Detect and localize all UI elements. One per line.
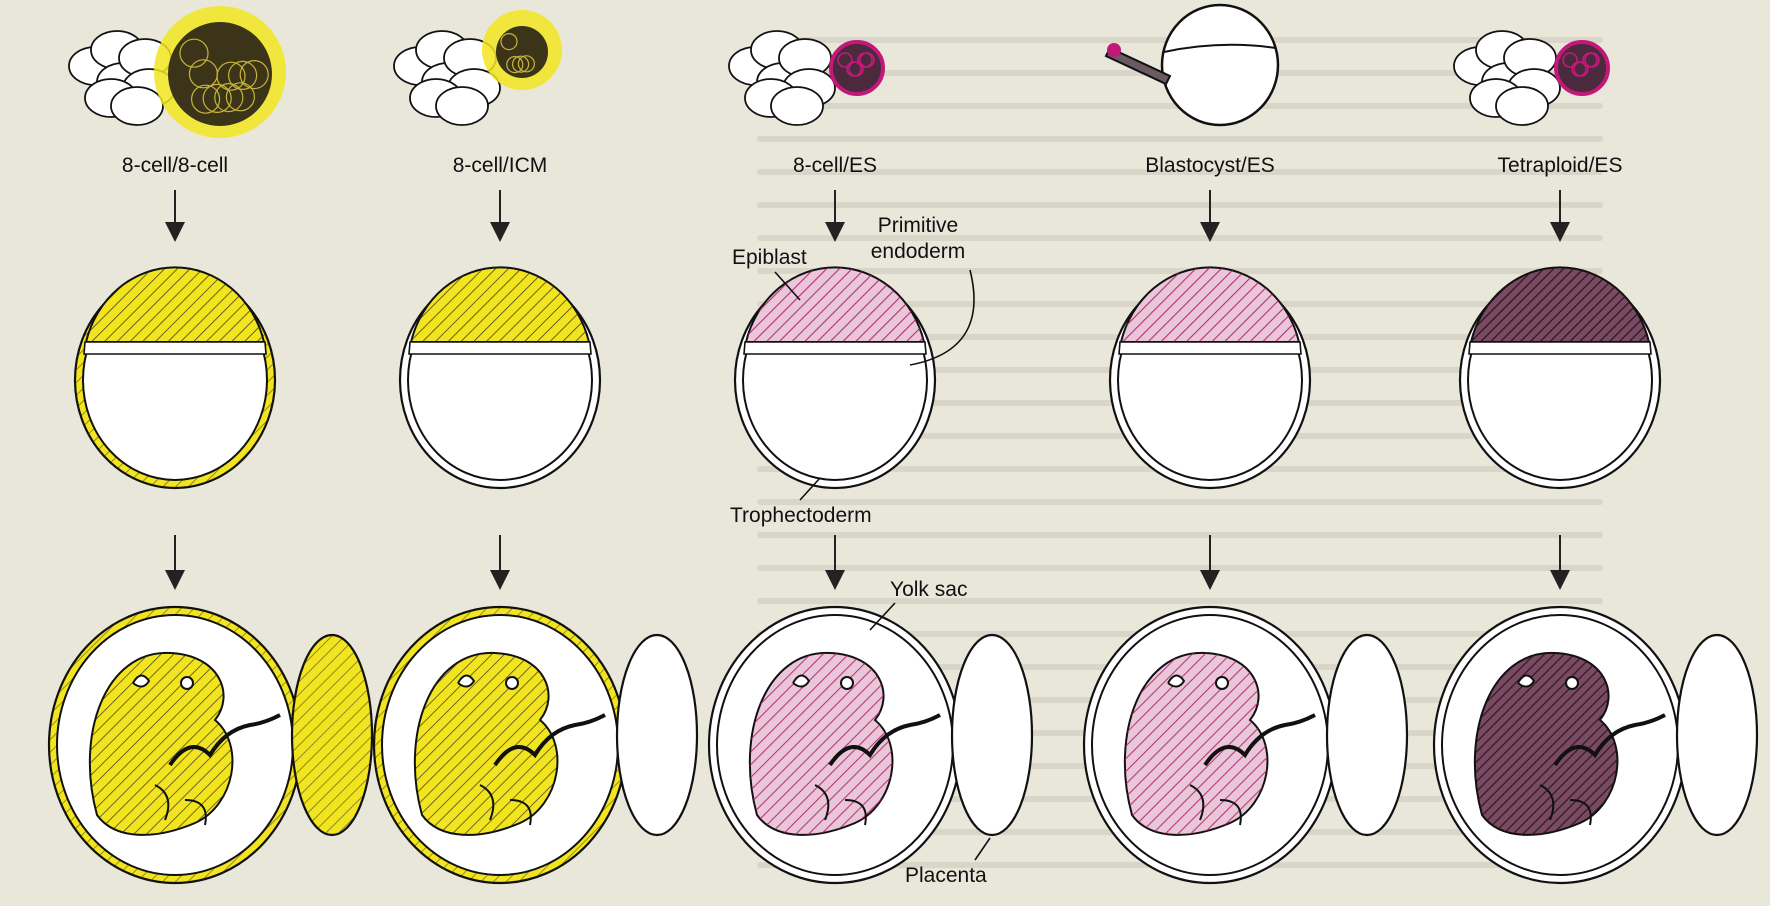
embryo-eye	[1216, 677, 1228, 689]
blastocyst	[1460, 267, 1660, 488]
donor-cells	[1454, 31, 1608, 125]
column-label: Blastocyst/ES	[1145, 154, 1275, 177]
conceptus	[709, 607, 1032, 883]
placenta	[1327, 635, 1407, 835]
primitive-endoderm-band	[84, 342, 266, 354]
placenta	[952, 635, 1032, 835]
column-label: 8-cell/ES	[793, 154, 877, 177]
label-epiblast: Epiblast	[732, 246, 807, 269]
blastocyst	[75, 267, 275, 488]
embryo-eye	[506, 677, 518, 689]
embryo-eye	[1566, 677, 1578, 689]
primitive-endoderm-band	[1119, 342, 1301, 354]
label-yolk-sac: Yolk sac	[890, 578, 967, 601]
placenta	[617, 635, 697, 835]
column-c5: Tetraploid/ES	[1434, 31, 1757, 883]
conceptus	[1434, 607, 1757, 883]
blastocyst	[1110, 267, 1310, 488]
donor-cells	[729, 31, 883, 125]
conceptus	[374, 607, 697, 883]
blastocyst	[400, 267, 600, 488]
placenta	[1677, 635, 1757, 835]
column-label: 8-cell/ICM	[453, 154, 548, 177]
column-c2: 8-cell/ICM	[374, 10, 697, 883]
primitive-endoderm-band	[409, 342, 591, 354]
embryo-eye	[841, 677, 853, 689]
column-label: 8-cell/8-cell	[122, 154, 228, 177]
conceptus	[49, 607, 372, 883]
label-endoderm: endoderm	[871, 240, 966, 263]
label-placenta: Placenta	[905, 864, 987, 887]
conceptus	[1084, 607, 1407, 883]
column-label: Tetraploid/ES	[1498, 154, 1623, 177]
label-primitive: Primitive	[878, 214, 959, 237]
blastocyst	[735, 267, 935, 488]
donor-cells	[394, 10, 562, 125]
primitive-endoderm-band	[744, 342, 926, 354]
label-trophectoderm: Trophectoderm	[730, 504, 872, 527]
primitive-endoderm-band	[1469, 342, 1651, 354]
embryo-eye	[181, 677, 193, 689]
column-c3: 8-cell/ES	[709, 31, 1032, 883]
injection-pipette	[1106, 43, 1170, 84]
donor-cells	[69, 6, 286, 138]
column-c1: 8-cell/8-cell	[49, 6, 372, 883]
